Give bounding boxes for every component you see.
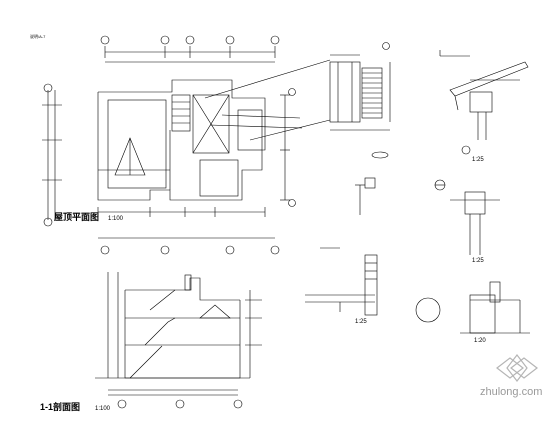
section-title: 1-1剖面图 <box>40 402 81 412</box>
canopy-detail <box>305 247 441 323</box>
parapet-detail <box>460 281 530 334</box>
sheet-header-note: 说明/A-7 <box>30 34 46 39</box>
roof-plan-scale: 1:100 <box>108 216 124 222</box>
section-scale: 1:100 <box>95 406 111 412</box>
roof-edge-detail <box>439 50 529 155</box>
detail-scale-2: 1:25 <box>472 258 484 264</box>
roof-plan <box>42 35 331 255</box>
watermark-logo <box>496 354 538 382</box>
detail-scale-4: 1:20 <box>474 338 486 344</box>
stair-detail <box>329 42 391 159</box>
eaves-detail <box>355 177 500 255</box>
section-drawing <box>95 272 262 409</box>
roof-plan-title: 屋顶平面图 <box>54 212 100 222</box>
detail-scale-3: 1:25 <box>355 319 367 325</box>
watermark-text: zhulong.com <box>480 386 543 398</box>
detail-scale-1: 1:25 <box>472 157 484 163</box>
